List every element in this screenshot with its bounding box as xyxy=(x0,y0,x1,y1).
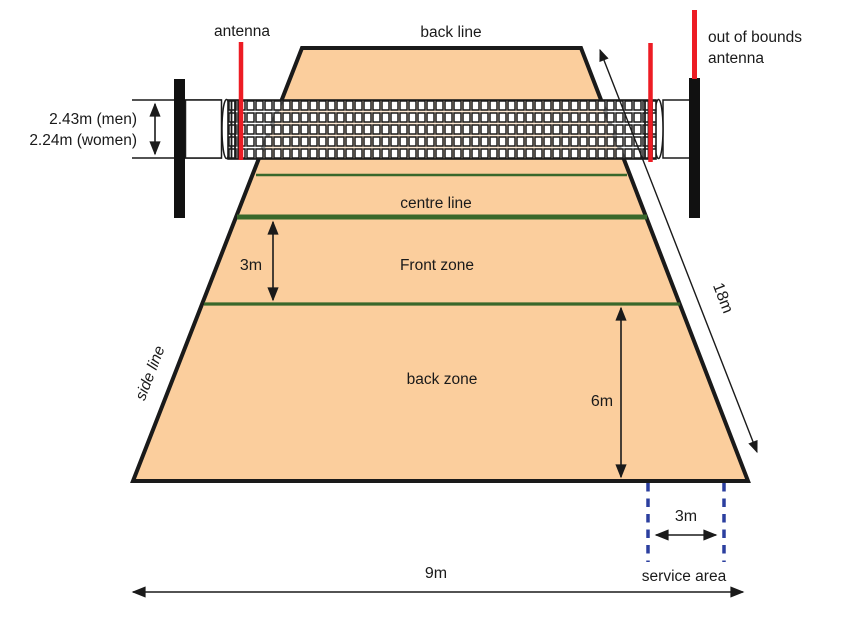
out-of-bounds-label-line2: antenna xyxy=(708,50,764,67)
front-zone-label: Front zone xyxy=(400,257,474,274)
back-zone-label: back zone xyxy=(407,371,478,388)
right-post xyxy=(689,78,700,218)
left-post xyxy=(174,79,185,218)
net-gathered-left xyxy=(230,101,240,158)
back-line-label: back line xyxy=(420,24,481,41)
net-mesh xyxy=(227,99,657,160)
court-length-arrow xyxy=(599,48,758,454)
net-right-band xyxy=(662,99,691,159)
centre-line-label: centre line xyxy=(400,195,472,212)
net-height-women-label: 2.24m (women) xyxy=(29,132,137,149)
net-height-men-label: 2.43m (men) xyxy=(49,111,137,128)
antenna-label: antenna xyxy=(214,23,270,40)
out-of-bounds-label-line1: out of bounds xyxy=(708,29,802,46)
court-length-label: 18m xyxy=(709,281,736,316)
front-zone-depth-label: 3m xyxy=(240,257,262,274)
net-left-band xyxy=(184,99,223,159)
service-area-width-label: 3m xyxy=(675,508,697,525)
service-area-label: service area xyxy=(642,568,727,585)
back-zone-depth-label: 6m xyxy=(591,393,613,410)
court-width-label: 9m xyxy=(425,565,447,582)
side-line-label: side line xyxy=(132,343,168,403)
